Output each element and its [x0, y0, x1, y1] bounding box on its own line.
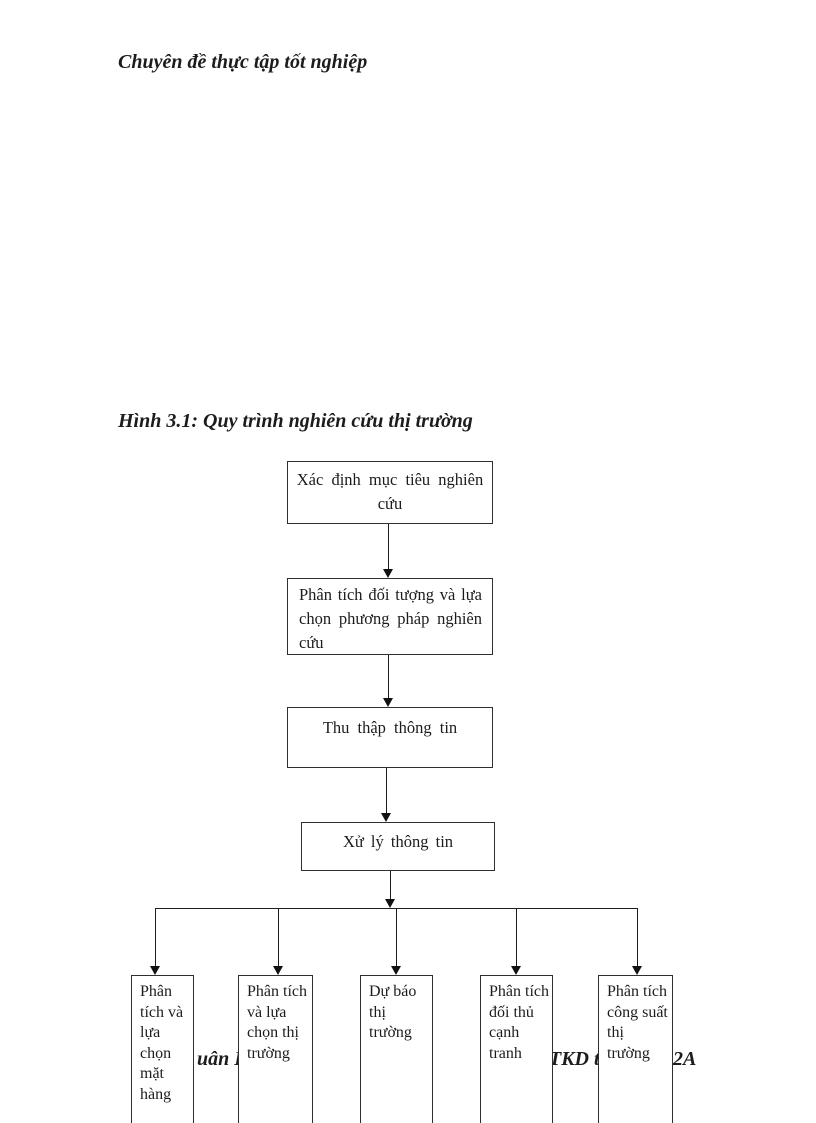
branch-box-market-forecast: Dự báo thị trường [360, 975, 433, 1123]
arrowhead-down-icon [381, 813, 391, 822]
connector-line [396, 908, 397, 966]
footer-text-fragment-left: uân H [197, 1048, 250, 1070]
flow-box-analyze-subject-choose-method: Phân tích đối tượng và lựa chọn phương p… [287, 578, 493, 655]
figure-caption: Hình 3.1: Quy trình nghiên cứu thị trườn… [118, 410, 473, 432]
arrowhead-down-icon [632, 966, 642, 975]
connector-line [278, 908, 279, 966]
footer-text-fragment-right: 2A [673, 1048, 697, 1070]
connector-line [637, 908, 638, 966]
arrowhead-down-icon [383, 569, 393, 578]
arrowhead-down-icon [273, 966, 283, 975]
arrowhead-down-icon [511, 966, 521, 975]
connector-line [386, 768, 387, 813]
arrowhead-down-icon [385, 899, 395, 908]
arrowhead-down-icon [391, 966, 401, 975]
connector-line [390, 871, 391, 899]
footer-text-fragment-mid: TKD t [549, 1048, 600, 1070]
page-header: Chuyên đề thực tập tốt nghiệp [118, 51, 368, 73]
branch-box-select-goods: Phân tích và lựa chọn mặt hàng [131, 975, 194, 1123]
flow-box-collect-information: Thu thập thông tin [287, 707, 493, 768]
flow-box-define-research-objectives: Xác định mục tiêu nghiên cứu [287, 461, 493, 524]
arrowhead-down-icon [150, 966, 160, 975]
branch-box-select-market: Phân tích và lựa chọn thị trường [238, 975, 313, 1123]
connector-line [388, 524, 389, 569]
connector-line [155, 908, 156, 966]
flow-box-process-information: Xử lý thông tin [301, 822, 495, 871]
branch-box-competitor-analysis: Phân tích đối thủ cạnh tranh [480, 975, 553, 1123]
branch-box-market-capacity: Phân tích công suất thị trường [598, 975, 673, 1123]
connector-line [516, 908, 517, 966]
connector-line [388, 655, 389, 698]
arrowhead-down-icon [383, 698, 393, 707]
